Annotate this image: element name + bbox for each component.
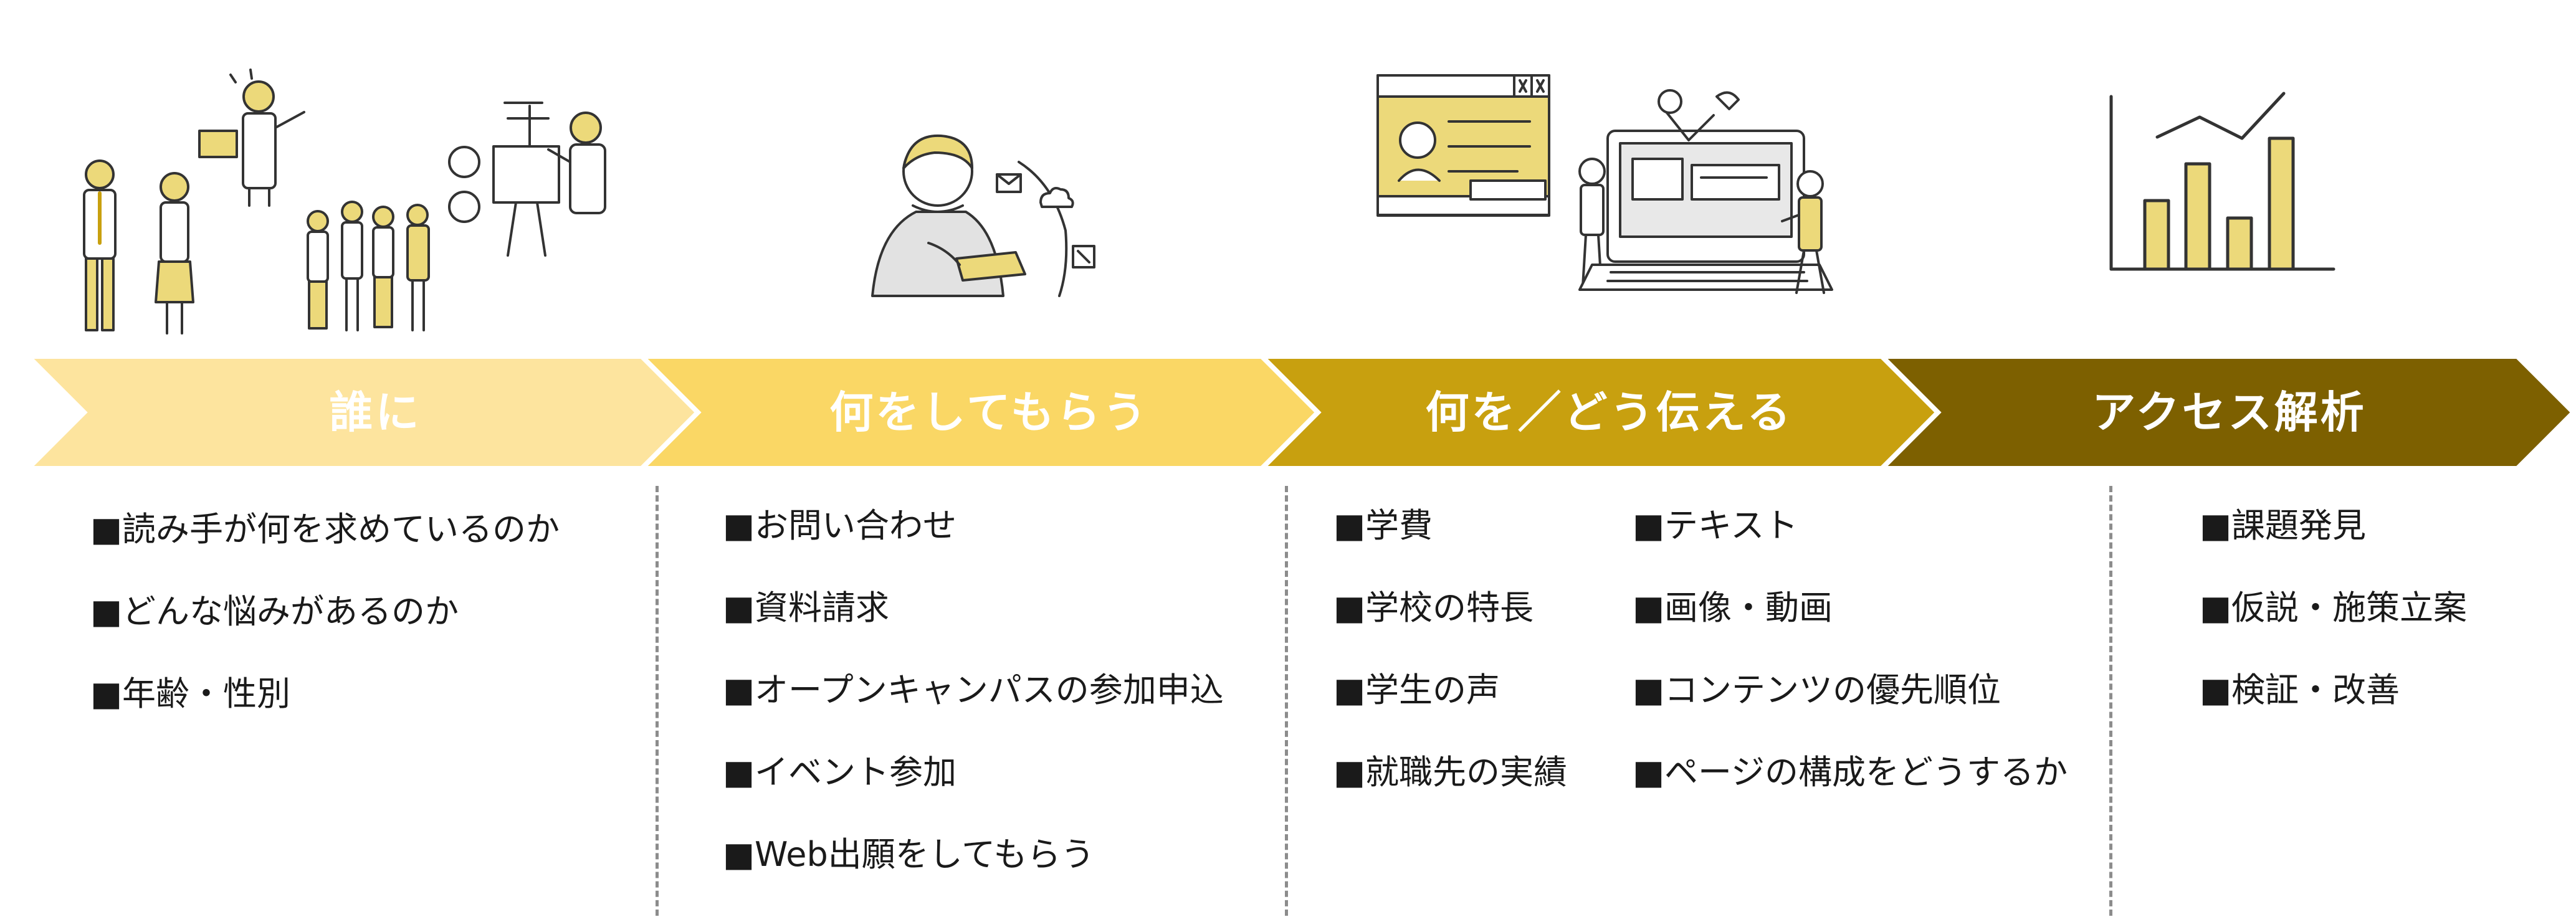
list-item: ■イベント参加 bbox=[723, 753, 957, 792]
stage-label-4: アクセス解析 bbox=[2092, 387, 2367, 438]
stage-arrow-1 bbox=[24, 356, 702, 468]
stage-label-1: 誰に bbox=[329, 387, 422, 438]
list-item: ■学校の特長 bbox=[1333, 588, 1534, 627]
stage-2-items: ■お問い合わせ ■資料請求 ■オープンキャンパスの参加申込 ■イベント参加 ■W… bbox=[723, 506, 1224, 917]
stage-arrow-3 bbox=[1258, 356, 1942, 468]
process-arrow-band bbox=[24, 356, 2576, 468]
list-item: ■コンテンツの優先順位 bbox=[1633, 670, 2001, 710]
stage-1-items: ■読み手が何を求めているのか ■どんな悩みがあるのか ■年齢・性別 bbox=[90, 510, 560, 756]
column-divider-2 bbox=[1285, 486, 1288, 916]
list-item: ■どんな悩みがあるのか bbox=[90, 592, 459, 631]
website-builders-icon bbox=[1374, 72, 1860, 311]
person-with-tablet-icon bbox=[860, 125, 1122, 311]
list-item: ■お問い合わせ bbox=[723, 506, 957, 545]
list-item: ■Web出願をしてもらう bbox=[723, 835, 1095, 874]
list-item: ■検証・改善 bbox=[2200, 670, 2400, 710]
list-item: ■学生の声 bbox=[1333, 670, 1500, 710]
list-item: ■ページの構成をどうするか bbox=[1633, 753, 2068, 792]
stage-3-items-right: ■テキスト ■画像・動画 ■コンテンツの優先順位 ■ページの構成をどうするか bbox=[1633, 506, 2068, 835]
bar-chart-icon bbox=[2106, 87, 2337, 274]
column-divider-3 bbox=[2109, 486, 2112, 916]
list-item: ■学費 bbox=[1333, 506, 1433, 545]
list-item: ■読み手が何を求めているのか bbox=[90, 510, 560, 549]
people-audience-icon bbox=[69, 69, 629, 349]
stage-arrow-2 bbox=[638, 356, 1322, 468]
stage-4-items: ■課題発見 ■仮説・施策立案 ■検証・改善 bbox=[2200, 506, 2467, 753]
list-item: ■課題発見 bbox=[2200, 506, 2367, 545]
list-item: ■テキスト bbox=[1633, 506, 1798, 545]
list-item: ■就職先の実績 bbox=[1333, 753, 1568, 792]
list-item: ■資料請求 bbox=[723, 588, 890, 627]
list-item: ■画像・動画 bbox=[1633, 588, 1833, 627]
stage-label-2: 何をしてもらう bbox=[829, 387, 1149, 438]
column-divider-1 bbox=[656, 486, 659, 916]
stage-3-items-left: ■学費 ■学校の特長 ■学生の声 ■就職先の実績 bbox=[1333, 506, 1567, 835]
list-item: ■仮説・施策立案 bbox=[2200, 588, 2468, 627]
stage-label-3: 何を／どう伝える bbox=[1425, 387, 1793, 438]
list-item: ■年齢・性別 bbox=[90, 674, 291, 713]
list-item: ■オープンキャンパスの参加申込 bbox=[723, 670, 1224, 710]
stage-arrow-4 bbox=[1878, 356, 2576, 468]
